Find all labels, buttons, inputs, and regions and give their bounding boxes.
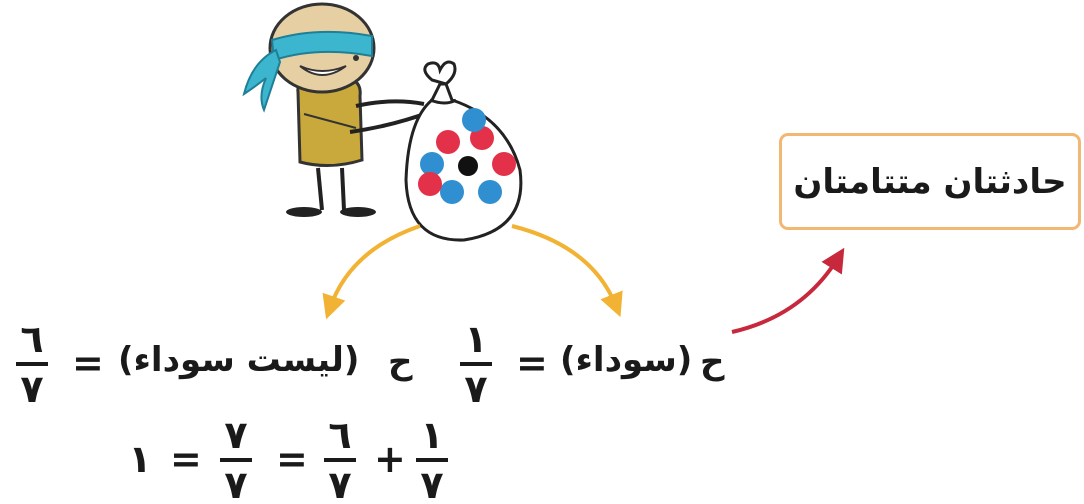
red-arrow-to-callout (731, 247, 845, 334)
left-shoe (286, 207, 322, 217)
event-not-black: (ليست سوداء) (118, 340, 360, 380)
prob-symbol: ح (700, 342, 725, 382)
term1-denominator: ٧ (420, 463, 444, 504)
blue-ball (462, 108, 486, 132)
red-ball (470, 126, 494, 150)
complementary-events-callout: حادثتان متتامتان (779, 133, 1081, 230)
numerator: ١ (464, 317, 488, 361)
right-orange-arrow (511, 224, 623, 318)
event-black: (سوداء) (560, 340, 693, 380)
black-ball (458, 156, 478, 176)
prob-symbol: ح (388, 342, 413, 382)
equals-sign: = (516, 341, 548, 385)
red-ball (436, 130, 460, 154)
left-leg (316, 167, 324, 211)
numerator: ٦ (20, 317, 44, 361)
term1-numerator: ١ (420, 413, 444, 457)
ball-bag (404, 60, 523, 242)
plus-sign: + (374, 437, 406, 481)
upper-arm (355, 99, 425, 108)
right-leg (340, 167, 346, 211)
blue-ball (478, 180, 502, 204)
equals-sign-2: = (170, 437, 202, 481)
smile (299, 65, 347, 76)
blindfold-tails (242, 48, 282, 113)
term3-denominator: ٧ (224, 463, 248, 504)
term2-numerator: ٦ (328, 413, 352, 457)
shirt-strap (303, 113, 357, 129)
bag-knot (423, 60, 457, 86)
result: ١ (128, 437, 152, 481)
fraction-bar (460, 362, 492, 366)
red-ball (492, 152, 516, 176)
term1-fraction-bar (416, 458, 448, 462)
blindfold (270, 30, 373, 62)
blindfolded-child-figure (242, 2, 431, 217)
equals-sign: = (72, 341, 104, 385)
denominator: ٧ (464, 367, 488, 411)
blue-ball (440, 180, 464, 204)
red-ball (418, 172, 442, 196)
term3-numerator: ٧ (224, 413, 248, 457)
denominator: ٧ (20, 367, 44, 411)
term2-denominator: ٧ (328, 463, 352, 504)
cheek-dot (353, 55, 359, 61)
fraction-bar (16, 362, 48, 366)
blue-ball (420, 152, 444, 176)
left-orange-arrow (322, 224, 421, 320)
term3-fraction-bar (220, 458, 252, 462)
callout-text: حادثتان متتامتان (793, 161, 1067, 202)
term2-fraction-bar (324, 458, 356, 462)
bag-balls (418, 108, 516, 204)
right-shoe (340, 207, 376, 217)
equals-sign-1: = (276, 437, 308, 481)
